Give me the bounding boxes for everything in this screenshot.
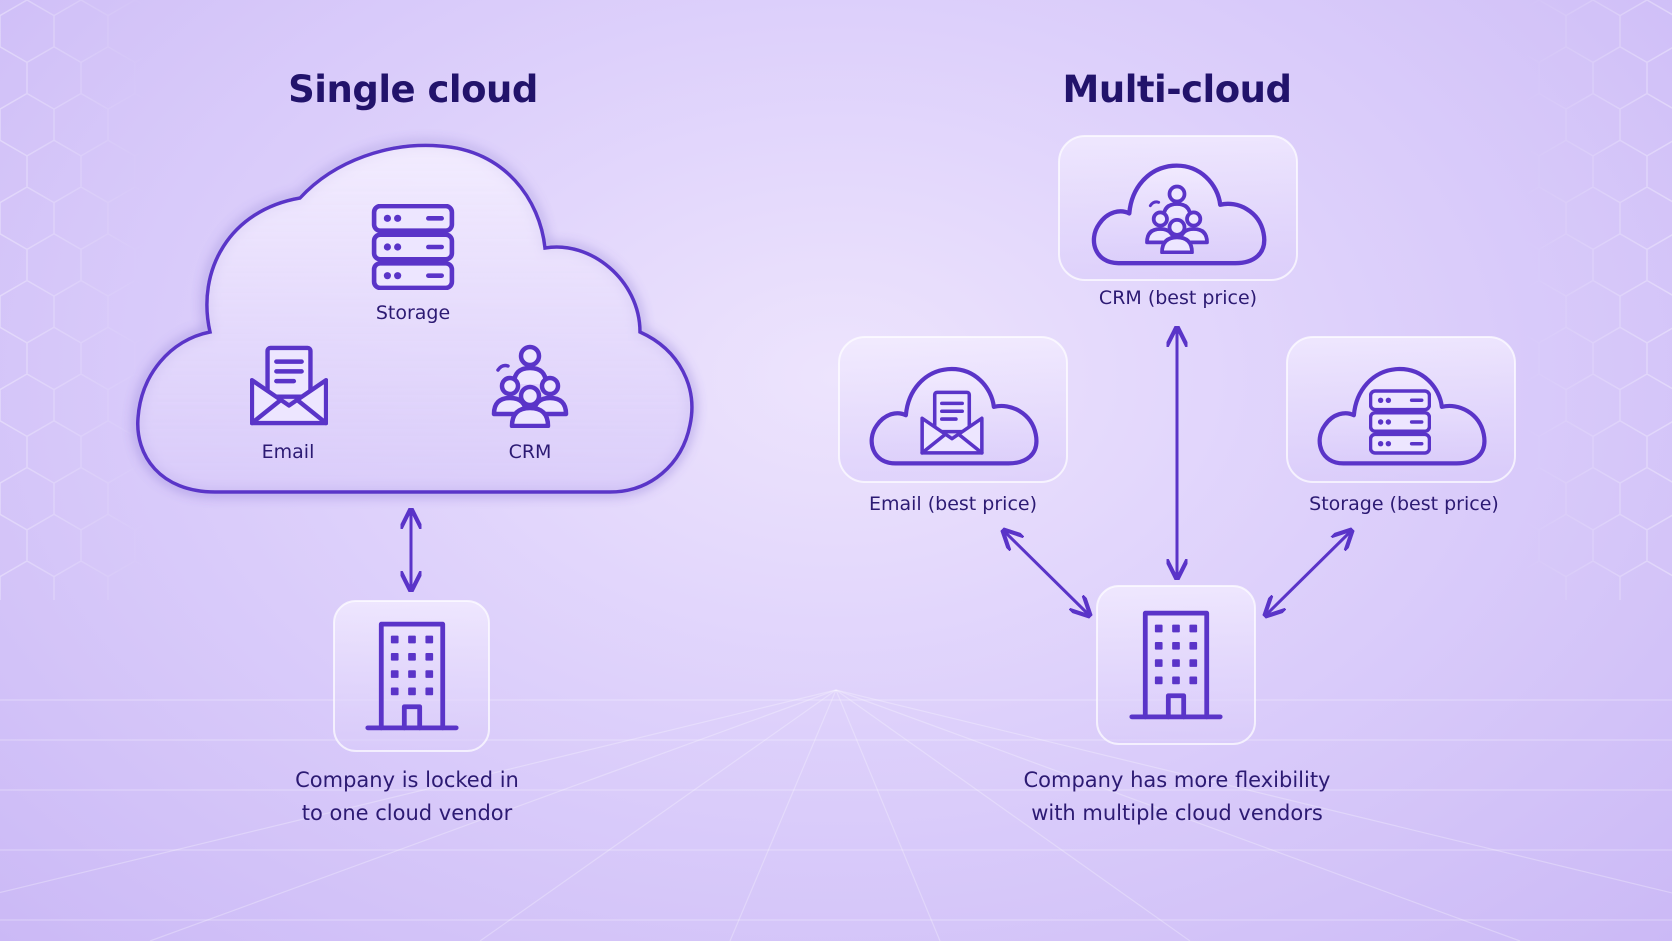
email-best-price-label: Email (best price)	[868, 493, 1037, 515]
storage-label: Storage	[375, 302, 451, 324]
multi-cloud-panel	[838, 135, 1516, 745]
storage-best-price-label: Storage (best price)	[1309, 493, 1499, 515]
server-stack-icon	[1369, 389, 1431, 455]
connection-arrow-email	[1005, 532, 1088, 614]
single-caption-line-1: Company is locked in	[295, 768, 519, 792]
single-cloud-panel	[136, 143, 694, 752]
crm-best-price-label: CRM (best price)	[1098, 287, 1258, 309]
single-cloud-caption: Company is locked in to one cloud vendor	[207, 764, 607, 830]
email-label: Email	[261, 441, 315, 463]
multi-cloud-title: Multi-cloud	[1062, 68, 1292, 111]
multi-caption-line-2: with multiple cloud vendors	[1031, 801, 1323, 825]
crm-label: CRM	[508, 441, 552, 463]
single-caption-line-2: to one cloud vendor	[301, 801, 513, 825]
server-stack-icon	[374, 206, 452, 288]
multi-cloud-caption: Company has more flexibility with multip…	[927, 764, 1427, 830]
multi-caption-line-1: Company has more flexibility	[1023, 768, 1331, 792]
single-cloud-title: Single cloud	[288, 68, 538, 111]
connection-arrow-storage	[1267, 532, 1350, 614]
